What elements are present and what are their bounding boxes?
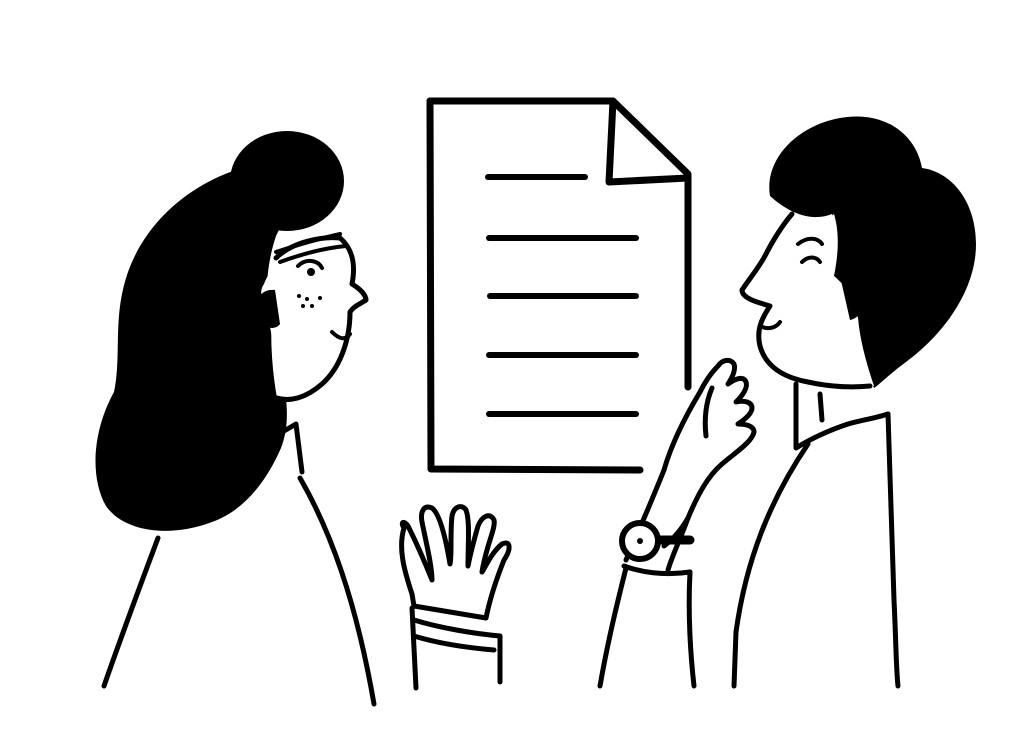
man-front-outline <box>731 441 811 689</box>
woman-smile <box>330 330 352 341</box>
man-collar-inner <box>817 391 825 423</box>
woman-freckle <box>301 304 305 308</box>
woman-ear <box>255 289 280 328</box>
woman-freckle <box>297 294 301 298</box>
woman-eyebrow <box>296 259 324 270</box>
man-ear <box>840 267 872 320</box>
man-eyebrow <box>796 236 824 246</box>
watch-icon <box>619 520 695 562</box>
woman-freckle <box>318 296 322 300</box>
woman-sleeve-cuff <box>411 617 503 685</box>
man-face-outline <box>739 211 873 390</box>
woman-back-outline <box>101 535 161 689</box>
woman-hand <box>399 504 512 691</box>
woman-freckle <box>305 297 309 301</box>
man-collar <box>793 381 891 451</box>
man-face <box>742 212 874 387</box>
woman-hand-outline <box>399 504 512 621</box>
woman-eye <box>307 268 315 276</box>
man-hair <box>769 116 976 389</box>
document-folded-corner <box>605 97 692 186</box>
man-figure <box>597 116 976 689</box>
man-forearm-inner <box>665 515 691 573</box>
document-outline-top <box>426 97 692 391</box>
woman-hair-bun <box>230 131 344 231</box>
woman-headband-edge <box>278 244 348 264</box>
man-back-outline <box>885 411 901 689</box>
document-icon <box>426 97 692 474</box>
man-sleeve-inner <box>686 569 697 689</box>
watch-center <box>637 538 643 544</box>
man-eye <box>800 255 822 264</box>
woman-face-outline <box>273 235 369 402</box>
man-hand-outline <box>661 357 757 549</box>
woman-front-outline <box>297 475 377 707</box>
woman-freckle <box>310 304 314 308</box>
document-outline-left-bottom <box>426 97 644 474</box>
woman-sleeve-line <box>411 633 497 653</box>
man-sleeve-cuff <box>621 563 693 577</box>
man-sleeve-outline <box>597 565 629 689</box>
man-smile <box>758 320 782 331</box>
woman-headband <box>274 232 342 254</box>
man-finger-line <box>702 385 715 439</box>
woman-collar <box>269 421 305 475</box>
woman-figure <box>95 131 377 707</box>
